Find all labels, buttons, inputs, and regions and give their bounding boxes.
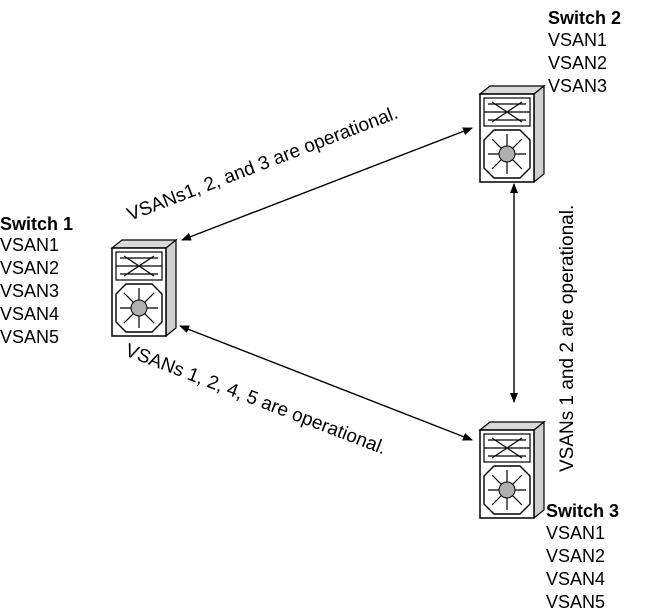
switch-2-vsan: VSAN3 xyxy=(548,76,607,96)
link-label-1-3: VSANs 1, 2, 4, 5 are operational. xyxy=(122,340,389,459)
switch-2-title: Switch 2 xyxy=(548,8,621,28)
switch-1-vsan: VSAN3 xyxy=(0,281,59,301)
switch-3-vsan: VSAN1 xyxy=(546,523,605,543)
link-label-2-3: VSANs 1 and 2 are operational. xyxy=(557,205,578,472)
switch-1-title: Switch 1 xyxy=(0,214,73,234)
link-label-1-2: VSANs1, 2, and 3 are operational. xyxy=(124,103,401,226)
switch-2-device-icon xyxy=(479,85,545,183)
switch-1-vsan: VSAN1 xyxy=(0,235,59,255)
switch-1-vsan: VSAN2 xyxy=(0,258,59,278)
switch-3-device-icon xyxy=(479,421,545,519)
switch-3-vsan: VSAN2 xyxy=(546,546,605,566)
link-switch1-switch2 xyxy=(181,127,473,241)
switch-3-label-group: Switch 3 VSAN1 VSAN2 VSAN4 VSAN5 xyxy=(546,501,619,612)
link-switch1-switch3 xyxy=(179,325,473,441)
switch-1-vsan: VSAN5 xyxy=(0,327,59,347)
switch-2-label-group: Switch 2 VSAN1 VSAN2 VSAN3 xyxy=(548,8,621,96)
switch-3-vsan: VSAN4 xyxy=(546,569,605,589)
switch-2-vsan: VSAN2 xyxy=(548,53,607,73)
switch-2-vsan: VSAN1 xyxy=(548,30,607,50)
switch-1-vsan: VSAN4 xyxy=(0,304,59,324)
switch-3-title: Switch 3 xyxy=(546,501,619,521)
switch-1-label-group: Switch 1 VSAN1 VSAN2 VSAN3 VSAN4 VSAN5 xyxy=(0,214,73,347)
switch-3-vsan: VSAN5 xyxy=(546,592,605,612)
switch-1-device-icon xyxy=(111,239,177,337)
